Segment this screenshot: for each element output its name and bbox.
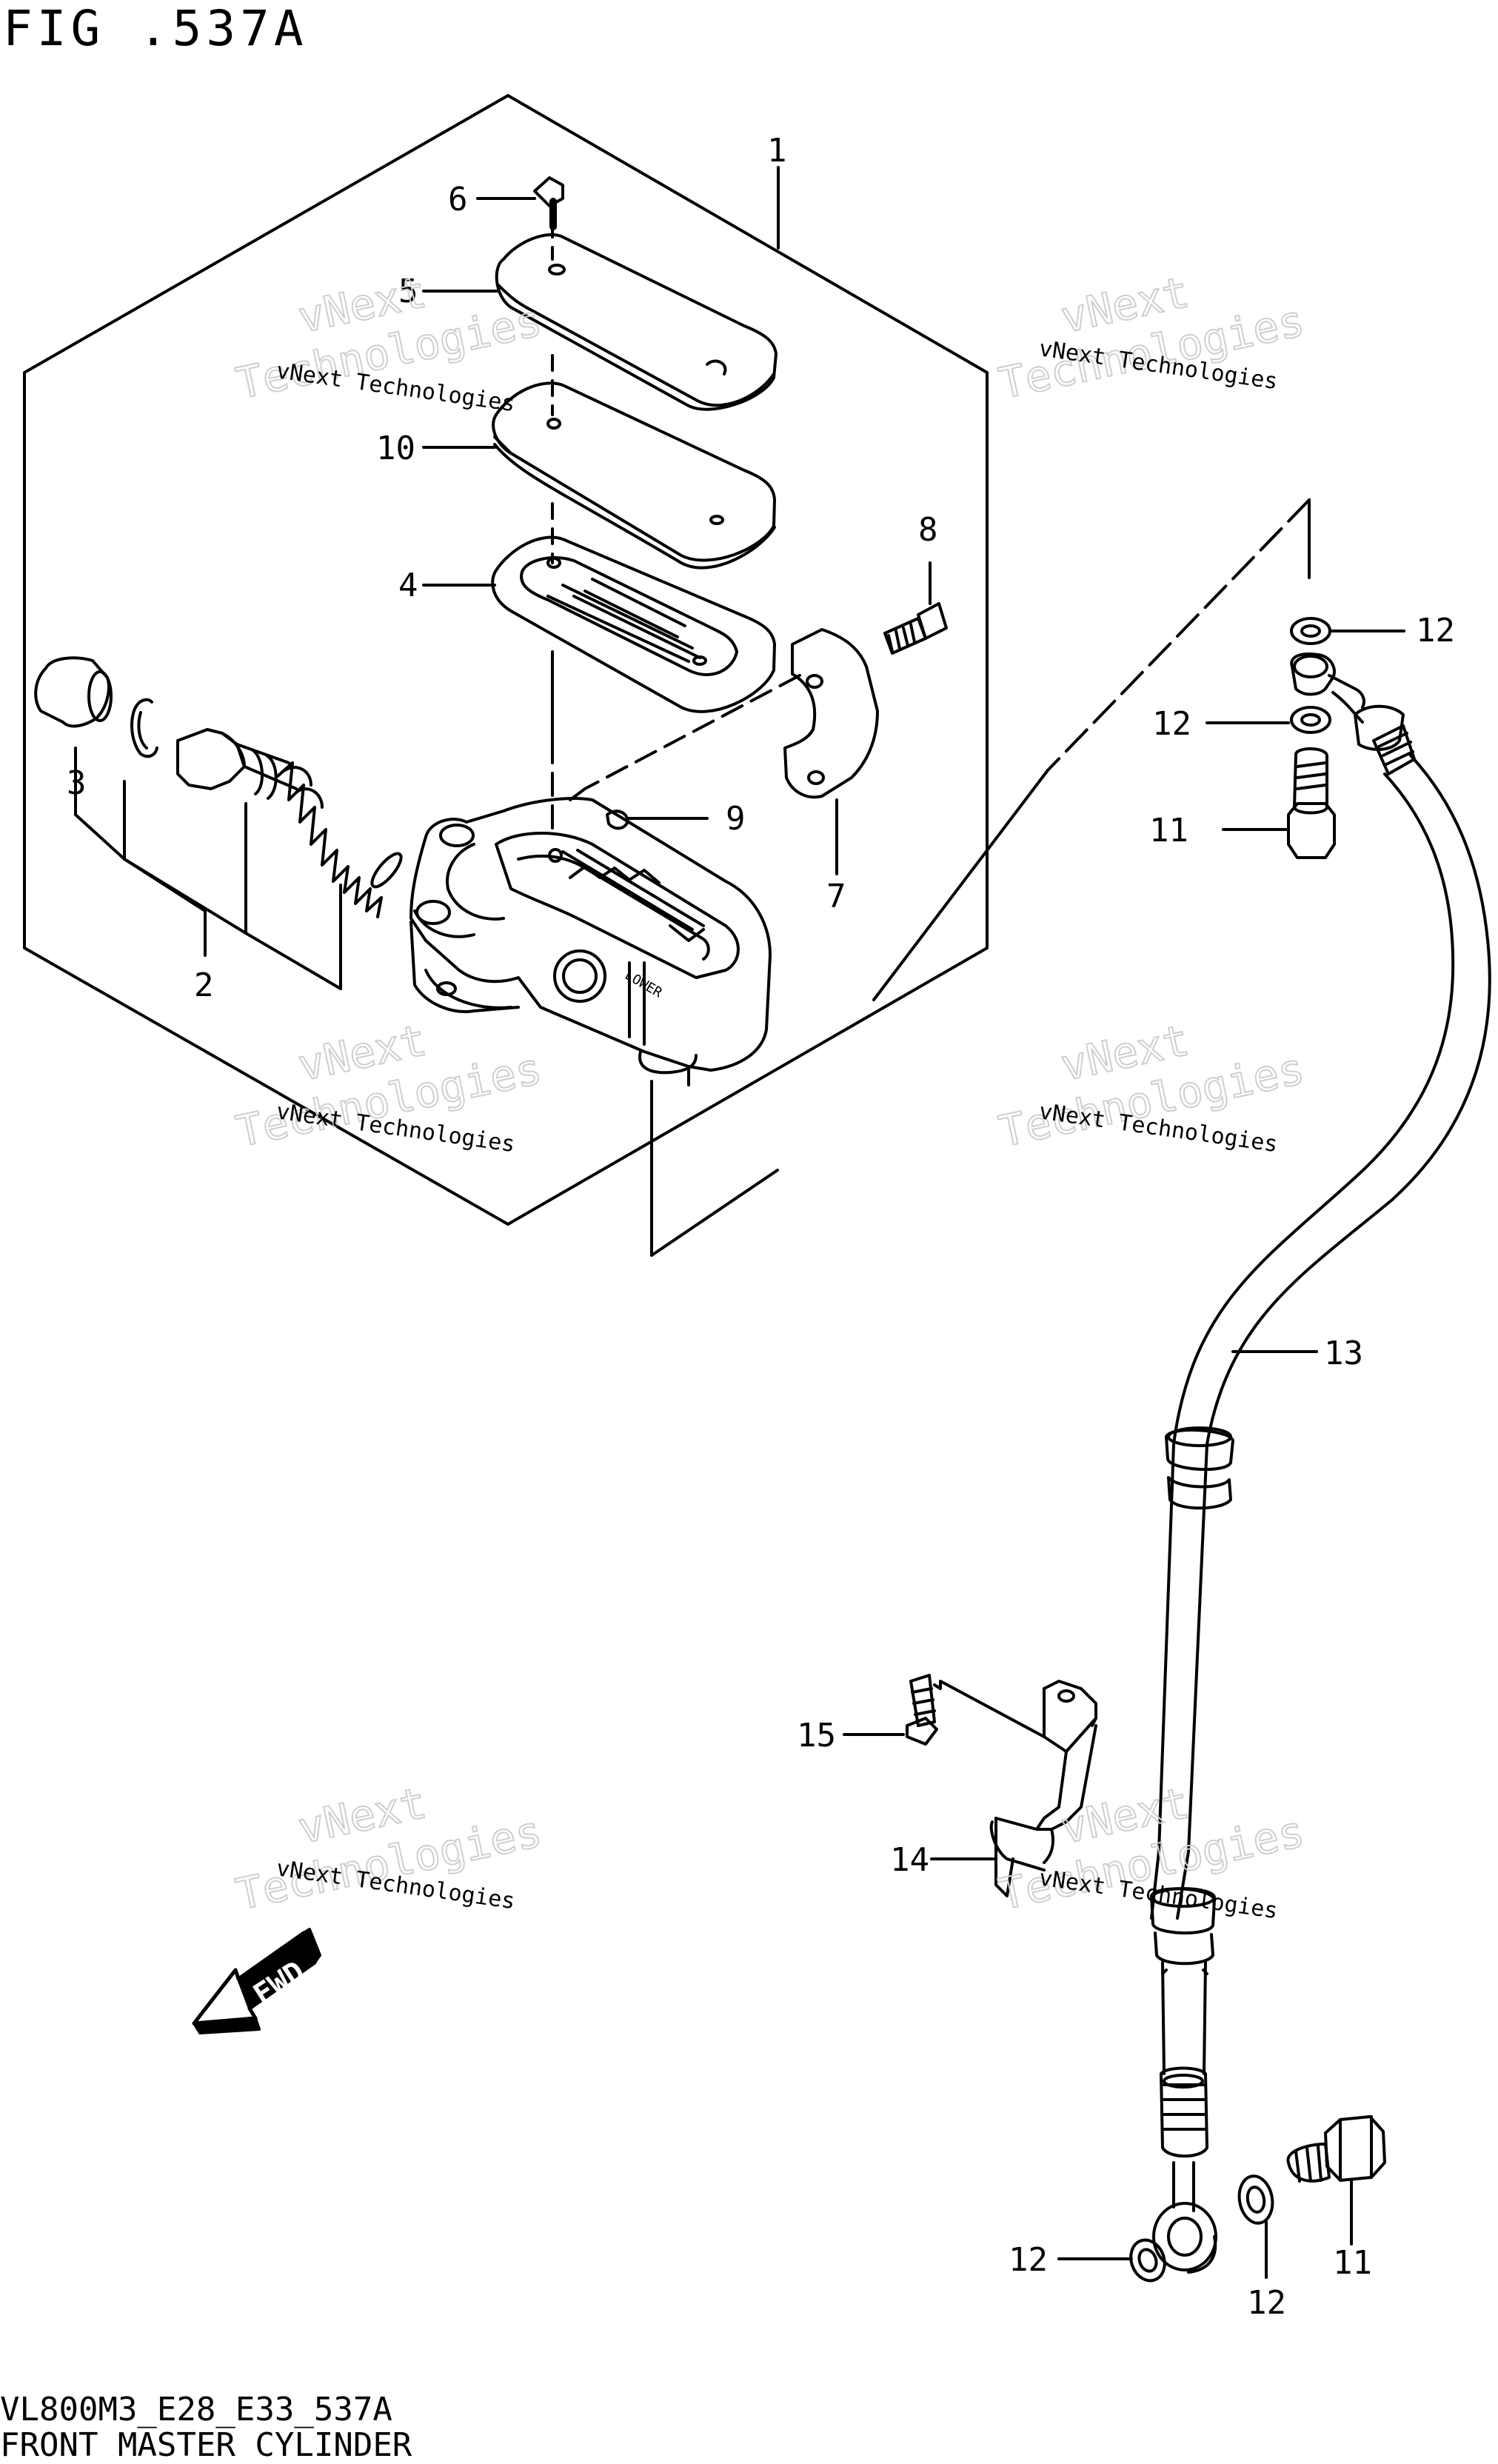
washer-lower-right bbox=[1237, 2174, 1274, 2279]
callout-2: 2 bbox=[194, 966, 214, 1004]
washer-lower-left bbox=[1057, 2238, 1166, 2283]
callout-5: 5 bbox=[398, 273, 418, 310]
hose-collar-mid bbox=[1165, 1426, 1234, 1510]
callout-11-upper: 11 bbox=[1149, 812, 1188, 849]
callout-8: 8 bbox=[918, 511, 938, 549]
callout-12-mid: 12 bbox=[1152, 705, 1191, 743]
clamp-bolt bbox=[883, 561, 948, 655]
callout-10: 10 bbox=[376, 430, 415, 467]
hose-fitting-upper bbox=[1354, 704, 1416, 775]
callout-3: 3 bbox=[67, 764, 87, 802]
diaphragm-plate bbox=[422, 381, 776, 570]
bracket-2 bbox=[74, 813, 342, 990]
spring bbox=[276, 761, 403, 990]
gasket bbox=[422, 535, 776, 713]
assembly-boundary bbox=[23, 94, 989, 1226]
callout-4: 4 bbox=[398, 567, 418, 604]
figure-header: FIG .537A bbox=[3, 0, 308, 57]
fwd-arrow bbox=[192, 1928, 321, 2034]
bracket-bolt bbox=[843, 1674, 1046, 1746]
brake-hose bbox=[1150, 754, 1491, 1920]
reservoir-cap bbox=[422, 233, 778, 411]
callout-12-top: 12 bbox=[1416, 612, 1455, 650]
screw-part bbox=[476, 176, 564, 230]
callout-11-lower: 11 bbox=[1333, 2244, 1372, 2282]
banjo-bolt-upper bbox=[1222, 747, 1336, 859]
callout-13: 13 bbox=[1324, 1335, 1363, 1372]
banjo-fitting-lower bbox=[1152, 2202, 1217, 2274]
footer-caption: FRONT MASTER CYLINDER bbox=[0, 2426, 412, 2464]
dust-boot bbox=[34, 656, 113, 816]
circlip bbox=[123, 698, 158, 861]
hose-collar-lower bbox=[1150, 1887, 1216, 2075]
callout-1: 1 bbox=[767, 132, 787, 170]
master-cylinder-body bbox=[409, 797, 772, 1086]
banjo-bolt-lower bbox=[1286, 2115, 1386, 2246]
callout-12-lower-left: 12 bbox=[1009, 2241, 1048, 2279]
washer-upper-2 bbox=[1206, 706, 1331, 734]
callout-12-lower-right: 12 bbox=[1247, 2284, 1286, 2322]
footer-code: VL800M3_E28_E33_537A bbox=[0, 2391, 392, 2428]
hose-fitting-lower bbox=[1160, 2066, 1208, 2212]
banjo-fitting-upper bbox=[1290, 652, 1365, 724]
watermark-group: vNext Technologies vNext Technologies vN… bbox=[231, 266, 1309, 1920]
callout-15: 15 bbox=[797, 1717, 836, 1754]
hose-bracket bbox=[930, 1680, 1097, 1897]
callout-9: 9 bbox=[726, 800, 746, 838]
clamp-holder bbox=[783, 628, 879, 875]
callout-7: 7 bbox=[826, 878, 846, 915]
callout-6: 6 bbox=[448, 181, 468, 218]
piston bbox=[176, 728, 298, 935]
callout-14: 14 bbox=[890, 1841, 929, 1879]
washer-upper bbox=[1290, 617, 1405, 645]
